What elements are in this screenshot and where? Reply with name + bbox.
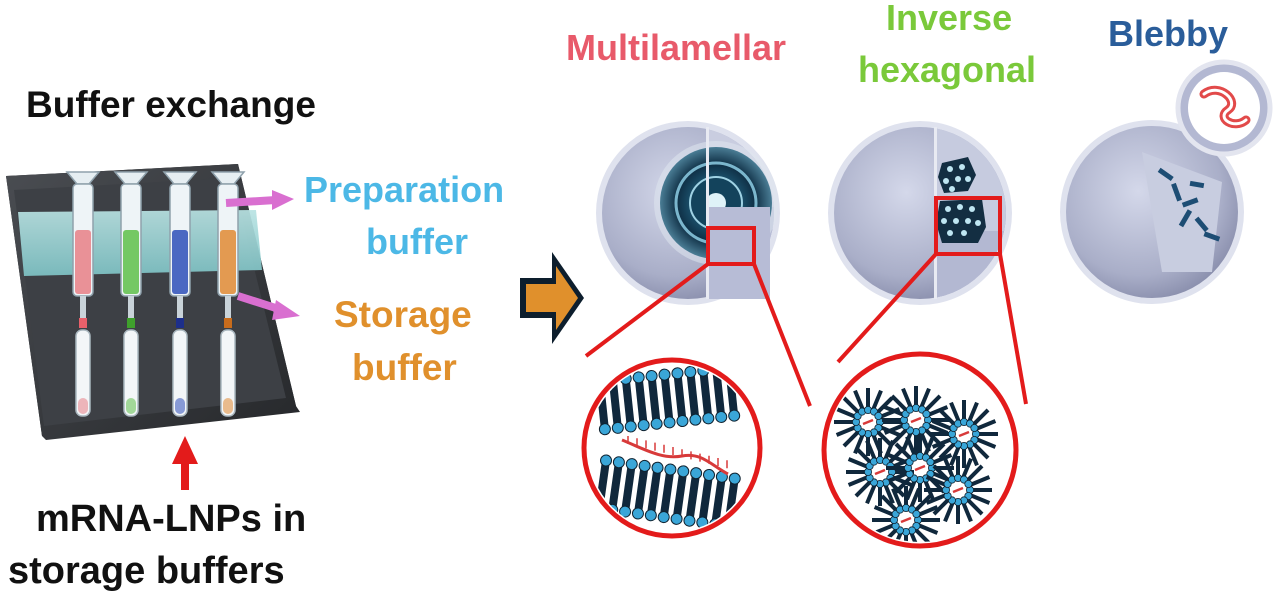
syringe-tubes: [65, 171, 246, 417]
inverse-micelle-4: [846, 438, 914, 506]
bleb-inset: [1175, 59, 1273, 157]
mrna-lnps-label-line1: mRNA-LNPs in: [36, 498, 307, 540]
blebby-fragments: [1157, 167, 1221, 242]
syringe-tube-2: [113, 171, 149, 417]
inverse-hexagonal-label-line1: Inverse: [886, 0, 1013, 38]
inverse-micelle-5: [886, 434, 954, 502]
multilamellar-highlight-box: [706, 226, 756, 266]
multilamellar-label: Multilamellar: [566, 27, 787, 68]
zoom-connector-hexagonal: [836, 196, 1028, 405]
process-arrow: [520, 252, 584, 344]
preparation-buffer-label-line2: buffer: [366, 221, 468, 262]
syringe-tube-3: [162, 171, 198, 417]
multilamellar-zoom: [581, 357, 763, 539]
mrna-strand: [621, 436, 729, 476]
inverse-micelle-7: [872, 486, 940, 542]
inverse-hexagonal-particle: [828, 121, 1012, 305]
storage-buffer-label-line1: Storage: [334, 294, 472, 335]
multilamellar-particle: [596, 121, 780, 305]
blebby-particle: [1060, 59, 1273, 304]
hexagonal-cluster-bottom: [936, 199, 986, 243]
hexagonal-cluster-top: [938, 157, 976, 193]
mrna-lnp-arrow: [172, 436, 198, 490]
inverse-micelle-1: [834, 388, 902, 456]
mrna-lnps-label-line2: storage buffers: [8, 550, 285, 592]
storage-buffer-label-line2: buffer: [352, 347, 457, 388]
storage-arrow: [236, 292, 300, 320]
inverse-hexagonal-label-line2: hexagonal: [858, 49, 1037, 90]
syringe-tube-4: [210, 171, 246, 417]
inverse-micelle-6: [924, 456, 992, 524]
hexagonal-zoom: [821, 351, 1019, 549]
syringe-tube-1: [65, 171, 101, 417]
preparation-arrow: [225, 190, 294, 210]
blebby-label: Blebby: [1108, 13, 1229, 54]
zoom-connector-multilamellar: [584, 226, 812, 407]
hexagonal-highlight-box: [934, 196, 1002, 256]
buffer-exchange-title: Buffer exchange: [26, 84, 316, 125]
preparation-buffer-label-line1: Preparation: [304, 169, 505, 210]
